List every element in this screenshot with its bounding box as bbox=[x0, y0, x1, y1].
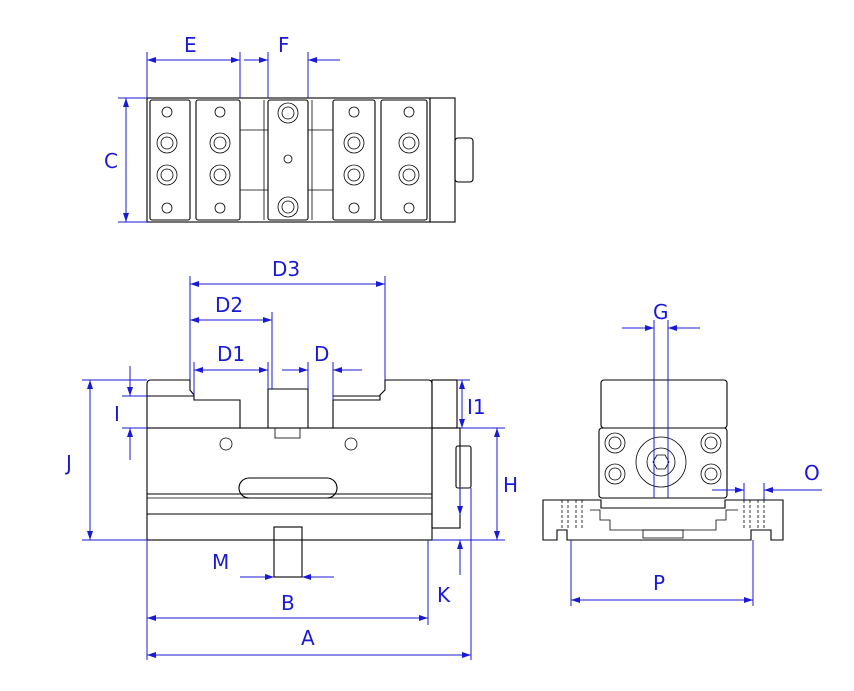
label-B: B bbox=[281, 591, 295, 615]
label-H: H bbox=[503, 473, 518, 497]
label-I1: I1 bbox=[467, 395, 486, 419]
label-D3: D3 bbox=[272, 257, 300, 281]
label-A: A bbox=[301, 626, 315, 650]
label-O: O bbox=[804, 461, 820, 485]
label-C: C bbox=[104, 149, 118, 173]
label-F: F bbox=[278, 33, 290, 57]
label-G: G bbox=[653, 300, 669, 324]
label-I: I bbox=[114, 402, 120, 426]
label-K: K bbox=[437, 583, 451, 607]
label-J: J bbox=[64, 451, 72, 475]
label-M: M bbox=[212, 550, 229, 574]
label-E: E bbox=[184, 33, 197, 57]
top-view bbox=[146, 97, 474, 223]
label-D: D bbox=[314, 342, 329, 366]
label-D2: D2 bbox=[215, 293, 243, 317]
top-view-dimensions bbox=[118, 52, 340, 223]
dimension-labels: E F C D3 D2 D1 D I I1 J H M B K A G O P bbox=[64, 33, 820, 650]
side-view bbox=[542, 379, 784, 541]
front-view-dimensions bbox=[82, 276, 505, 660]
label-P: P bbox=[653, 571, 665, 595]
label-D1: D1 bbox=[217, 342, 245, 366]
front-view bbox=[146, 379, 472, 578]
side-view-dimensions bbox=[570, 320, 822, 606]
